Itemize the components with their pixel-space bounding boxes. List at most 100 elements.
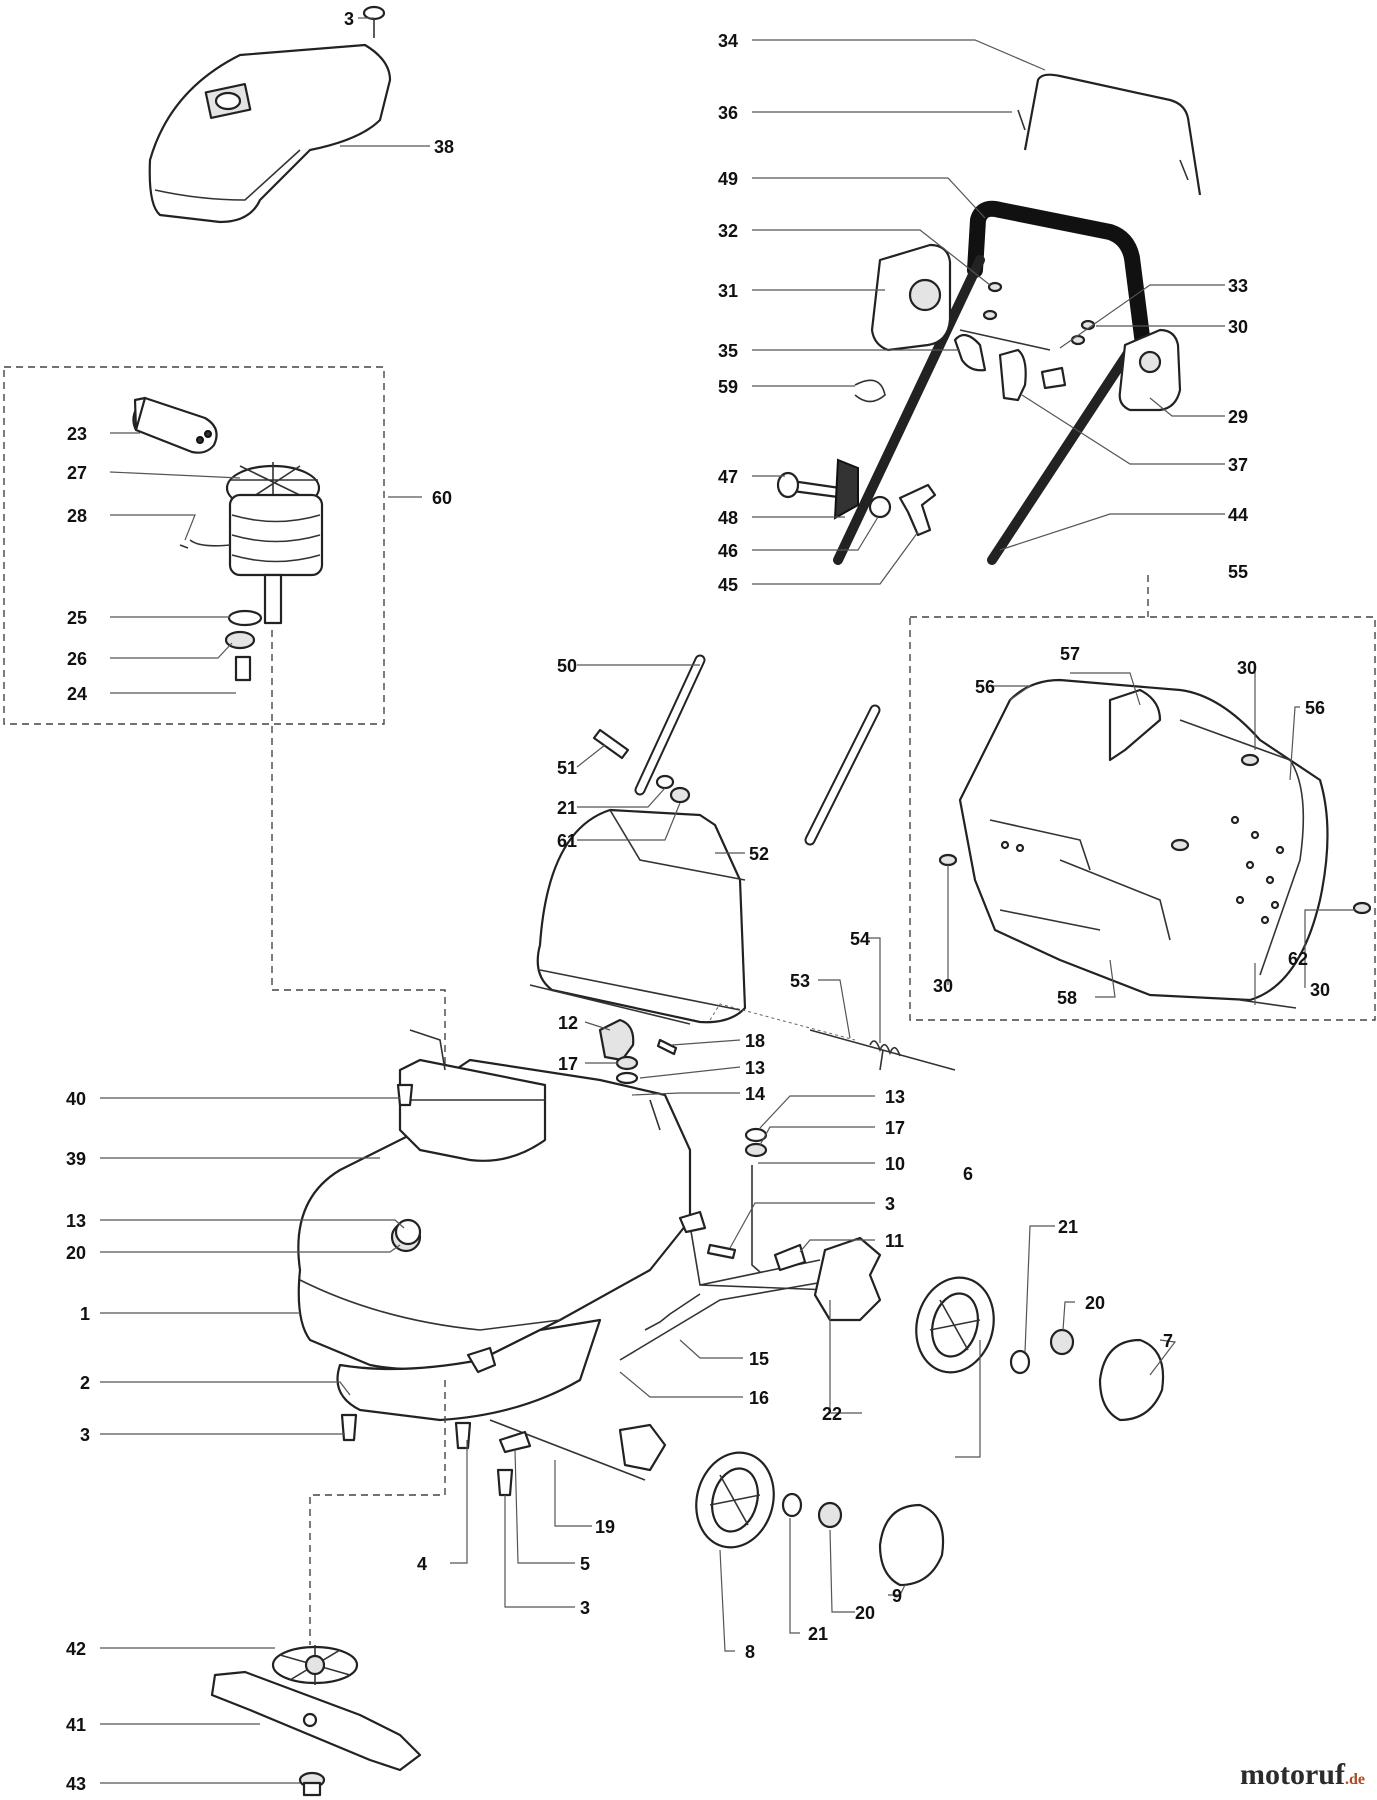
axle-bracket: [498, 1430, 532, 1454]
callout-35: 35: [718, 341, 738, 361]
callout-44: 44: [1228, 505, 1248, 525]
motor-bolt: [234, 655, 252, 682]
front-wheel-nut: [817, 1501, 843, 1529]
rod-screw: [706, 1243, 737, 1260]
height-clip: [773, 1243, 807, 1272]
rod-nut: [744, 1142, 768, 1158]
watermark-tld: .de: [1345, 1771, 1365, 1788]
callout-50: 50: [557, 656, 577, 676]
flap-pin: [656, 1038, 678, 1056]
deck-screw-3: [340, 1413, 358, 1442]
callout-28: 28: [67, 506, 87, 526]
callout-30-catcher-left: 30: [933, 976, 953, 996]
callout-30-catcher-top: 30: [1237, 658, 1257, 678]
callout-41: 41: [66, 1715, 86, 1735]
handle-assembly: [776, 73, 1202, 565]
callout-58: 58: [1057, 988, 1077, 1008]
deck-screw-3b: [496, 1468, 514, 1497]
watermark-logo: motoruf.de: [1240, 1758, 1365, 1792]
capacitor: [132, 396, 218, 454]
callout-46: 46: [718, 541, 738, 561]
flap-nut: [615, 1055, 639, 1071]
callout-14: 14: [745, 1084, 765, 1104]
callout-51: 51: [557, 758, 577, 778]
callout-32: 32: [718, 221, 738, 241]
callout-30-catcher-right: 30: [1310, 980, 1330, 1000]
callout-43: 43: [66, 1774, 86, 1794]
blade-hole: [302, 1712, 318, 1728]
flap-alignment-line: [709, 1003, 856, 1041]
motor-washer: [227, 609, 263, 627]
callout-11: 11: [885, 1231, 904, 1251]
catcher-screw-right: [1352, 901, 1372, 915]
callout-36: 36: [718, 103, 738, 123]
callout-37: 37: [1228, 455, 1248, 475]
handle-washer: [655, 774, 675, 790]
rear-axle-assembly: [466, 1210, 882, 1481]
rear-wheel-washer: [1009, 1349, 1031, 1375]
callout-27: 27: [67, 463, 87, 483]
callout-47: 47: [718, 467, 738, 487]
rear-wheel-nut: [1049, 1328, 1075, 1356]
flap-bracket: [598, 1018, 635, 1062]
callout-56-right: 56: [1305, 698, 1325, 718]
callout-62: 62: [1288, 949, 1308, 969]
handle-nut: [669, 786, 691, 804]
callout-38: 38: [434, 137, 454, 157]
callout-24: 24: [67, 684, 87, 704]
callout-7: 7: [1163, 1331, 1173, 1351]
callout-3-rod: 3: [885, 1194, 895, 1214]
callout-45: 45: [718, 575, 738, 595]
callout-34: 34: [718, 31, 738, 51]
callout-40: 40: [66, 1089, 86, 1109]
motor-group-box: [3, 366, 385, 725]
callout-8: 8: [745, 1642, 755, 1662]
callout-3-axle: 3: [580, 1598, 590, 1618]
motor-cover: [148, 43, 392, 224]
callout-20-front: 20: [855, 1603, 875, 1623]
callout-15: 15: [749, 1349, 769, 1369]
watermark-brand: motoruf: [1240, 1758, 1345, 1791]
screw-top: [362, 5, 386, 38]
callout-60: 60: [432, 488, 452, 508]
rear-wheel: [915, 1276, 995, 1374]
upper-handle: [967, 200, 1153, 368]
flap-spring-rod: [809, 1029, 956, 1071]
callout-52: 52: [749, 844, 769, 864]
callout-3: 3: [344, 9, 354, 29]
callout-21-handle: 21: [557, 798, 577, 818]
height-rod: [751, 1165, 761, 1273]
grass-catcher: [958, 678, 1329, 1002]
front-wheel: [695, 1451, 775, 1549]
callout-39: 39: [66, 1149, 86, 1169]
callout-26: 26: [67, 649, 87, 669]
callout-1: 1: [80, 1304, 90, 1324]
rear-hubcap: [1098, 1338, 1165, 1422]
catcher-rod: [1239, 999, 1297, 1009]
callout-19: 19: [595, 1517, 615, 1537]
callout-3-deck: 3: [80, 1425, 90, 1445]
callout-54: 54: [850, 929, 870, 949]
deck-screw: [396, 1083, 414, 1107]
callout-29: 29: [1228, 407, 1248, 427]
motor-nut: [224, 630, 256, 650]
callout-21-front: 21: [808, 1624, 828, 1644]
callout-21-rear: 21: [1058, 1217, 1078, 1237]
front-hubcap: [878, 1503, 945, 1587]
callout-18: 18: [745, 1031, 765, 1051]
leader-lines: [100, 17, 1355, 1784]
callout-25: 25: [67, 608, 87, 628]
callout-59: 59: [718, 377, 738, 397]
blade-bolt: [298, 1771, 326, 1797]
callout-49: 49: [718, 169, 738, 189]
callout-13-flap: 13: [745, 1058, 765, 1078]
handle-bolt: [592, 728, 630, 760]
deck-screw-4: [454, 1421, 472, 1450]
callout-30-handle: 30: [1228, 317, 1248, 337]
catcher-screw-top: [1240, 753, 1260, 767]
callout-17-flap: 17: [558, 1054, 578, 1074]
cutter-housing: [336, 1318, 602, 1422]
callout-48: 48: [718, 508, 738, 528]
